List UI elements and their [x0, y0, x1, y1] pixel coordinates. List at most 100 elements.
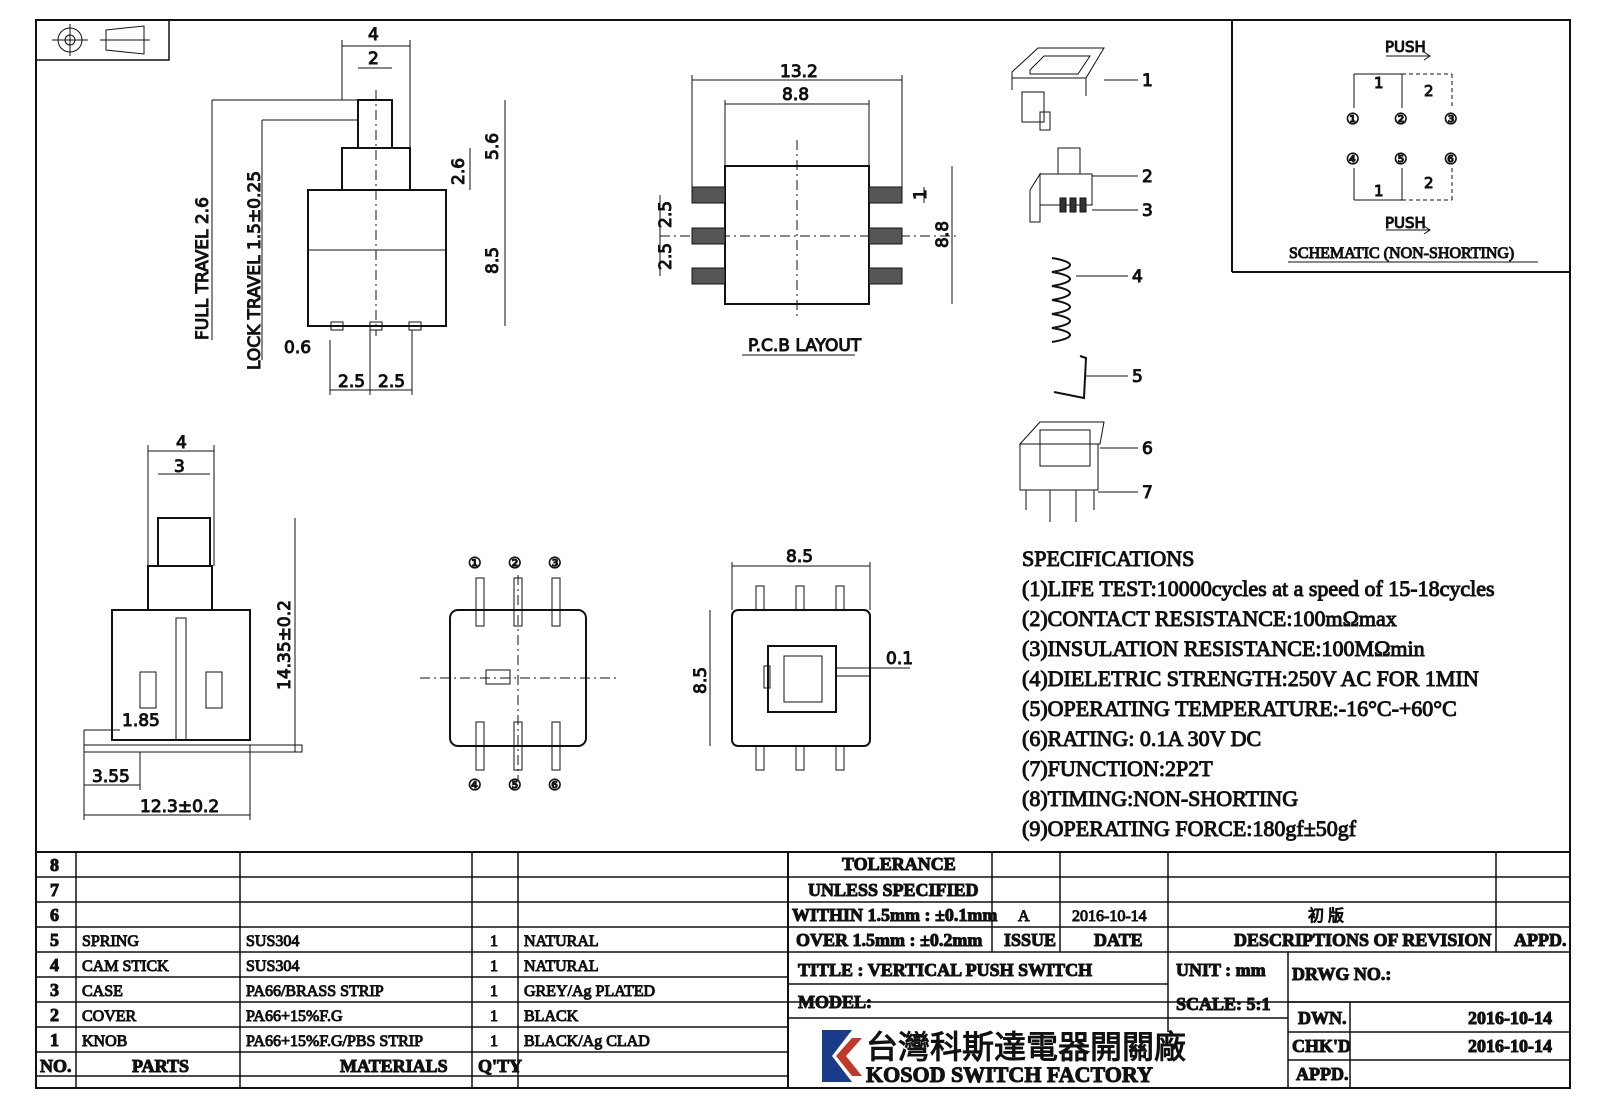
- dim-pcb-pad-a: 2.5: [656, 201, 676, 228]
- exploded-label-1: 1: [1142, 71, 1153, 91]
- exploded-label-3: 3: [1142, 201, 1153, 221]
- row-qty-1: 1: [490, 1033, 498, 1050]
- spec-item-4: (4)DIELETRIC STRENGTH:250V AC FOR 1MIN: [1022, 666, 1479, 691]
- dim-pcb-pad-b: 2.5: [656, 243, 676, 270]
- header-materials: MATERIALS: [340, 1056, 448, 1076]
- row-finish-3: GREY/Ag PLATED: [524, 983, 655, 1000]
- dim-pcb-outer: 13.2: [780, 62, 818, 82]
- parts-table-grid: [36, 851, 1570, 1088]
- label-appd: APPD.: [1514, 930, 1567, 950]
- row-material-1: PA66+15%F.G/PBS STRIP: [246, 1033, 423, 1050]
- dwn-date: 2016-10-14: [1468, 1008, 1552, 1028]
- projection-symbol-icon: [35, 19, 170, 61]
- schematic-pin-3: ③: [1444, 110, 1457, 128]
- exploded-label-4: 4: [1132, 267, 1143, 287]
- side-view: [83, 445, 303, 820]
- row-part-3: CASE: [82, 983, 123, 1000]
- schematic-push-top: PUSH: [1385, 38, 1426, 56]
- dim-pitch-right: 2.5: [378, 372, 405, 392]
- appd2-label: APPD.: [1296, 1064, 1349, 1084]
- dim-side-pin-offset: 1.85: [122, 711, 160, 731]
- exploded-view: [1011, 47, 1138, 522]
- header-qty: Q'TY: [478, 1056, 522, 1076]
- row-no-6: 6: [50, 905, 59, 925]
- dim-side-foot: 3.55: [92, 767, 130, 787]
- dim-pcb-pad-thickness: 1: [911, 189, 931, 200]
- drawing-title: TITLE : VERTICAL PUSH SWITCH: [798, 960, 1092, 980]
- dim-side-stem: 3: [174, 457, 185, 477]
- bottom-pin-4: ④: [468, 776, 481, 794]
- row-material-5: SUS304: [246, 933, 299, 950]
- dim-front-body-height: 8.5: [483, 247, 503, 274]
- top-view: [709, 562, 910, 771]
- schematic-contact-2-bottom: 2: [1424, 174, 1434, 192]
- dim-front-width: 4: [368, 25, 379, 45]
- dim-front-stem: 2: [368, 49, 379, 69]
- label-pcb-layout: P.C.B LAYOUT: [748, 336, 862, 356]
- schematic-pin-5: ⑤: [1394, 150, 1407, 168]
- row-no-1: 1: [50, 1030, 59, 1050]
- schematic-pin-2: ②: [1394, 110, 1407, 128]
- sheet-border: [35, 19, 1571, 1089]
- spec-item-7: (7)FUNCTION:2P2T: [1022, 756, 1213, 781]
- exploded-label-6: 6: [1142, 439, 1153, 459]
- front-view: [211, 40, 506, 395]
- row-no-3: 3: [50, 980, 59, 1000]
- unit-label: UNIT : mm: [1176, 960, 1266, 980]
- row-no-2: 2: [50, 1005, 59, 1025]
- exploded-label-2: 2: [1142, 167, 1153, 187]
- schematic-contact-1-top: 1: [1374, 74, 1384, 92]
- schematic-pin-4: ④: [1346, 150, 1359, 168]
- schematic-pin-1: ①: [1346, 110, 1359, 128]
- dwn-label: DWN.: [1298, 1008, 1347, 1028]
- spec-item-6: (6)RATING: 0.1A 30V DC: [1022, 726, 1261, 751]
- row-finish-1: BLACK/Ag CLAD: [524, 1033, 650, 1050]
- row-no-5: 5: [50, 930, 59, 950]
- spec-item-5: (5)OPERATING TEMPERATURE:-16°C-+60°C: [1022, 696, 1457, 721]
- row-finish-2: BLACK: [524, 1008, 579, 1025]
- spec-item-3: (3)INSULATION RESISTANCE:100MΩmin: [1022, 636, 1425, 661]
- row-part-1: KNOB: [82, 1033, 127, 1050]
- dim-front-stem-height: 5.6: [483, 133, 503, 160]
- bottom-pin-3: ③: [548, 554, 561, 572]
- label-lock-travel: LOCK TRAVEL 1.5±0.25: [245, 171, 265, 370]
- dim-front-lock-offset: 2.6: [449, 158, 469, 185]
- row-material-2: PA66+15%F.G: [246, 1008, 343, 1025]
- spec-item-1: (1)LIFE TEST:10000cycles at a speed of 1…: [1022, 576, 1495, 601]
- row-part-5: SPRING: [82, 933, 139, 950]
- tolerance-line1: TOLERANCE: [842, 854, 956, 874]
- dim-top-gap: 0.1: [886, 649, 913, 669]
- row-no-8: 8: [50, 855, 59, 875]
- dim-pcb-height: 8.8: [933, 221, 953, 248]
- schematic-contact-1-bottom: 1: [1374, 182, 1384, 200]
- company-name-cn: 台灣科斯達電器開關廠: [866, 1029, 1186, 1065]
- company-logo-icon: [822, 1030, 862, 1082]
- schematic-title: SCHEMATIC (NON-SHORTING): [1289, 245, 1514, 262]
- schematic-push-bottom: PUSH: [1385, 214, 1426, 232]
- row-material-3: PA66/BRASS STRIP: [246, 983, 384, 1000]
- header-no: NO.: [40, 1056, 72, 1076]
- spec-item-8: (8)TIMING:NON-SHORTING: [1022, 786, 1298, 811]
- scale-label: SCALE: 5:1: [1176, 994, 1271, 1014]
- dim-side-height: 14.35±0.2: [275, 600, 295, 690]
- schematic-contact-2-top: 2: [1424, 82, 1434, 100]
- row-qty-5: 1: [490, 933, 498, 950]
- spec-item-9: (9)OPERATING FORCE:180gf±50gf: [1022, 816, 1357, 841]
- revision-description: 初 版: [1308, 907, 1344, 925]
- chkd-date: 2016-10-14: [1468, 1036, 1552, 1056]
- spec-item-2: (2)CONTACT RESISTANCE:100mΩmax: [1022, 606, 1397, 631]
- revision-issue: A: [1018, 908, 1030, 925]
- model-label: MODEL:: [798, 992, 872, 1012]
- tolerance-within: WITHIN 1.5mm : ±0.1mm: [792, 905, 997, 925]
- bottom-view: [420, 575, 616, 780]
- exploded-label-5: 5: [1132, 367, 1143, 387]
- bottom-pin-5: ⑤: [508, 776, 521, 794]
- dim-side-length: 12.3±0.2: [140, 797, 219, 817]
- drwg-no-label: DRWG NO.:: [1292, 964, 1391, 984]
- row-finish-4: NATURAL: [524, 958, 599, 975]
- bottom-pin-2: ②: [508, 554, 521, 572]
- label-issue: ISSUE: [1004, 930, 1056, 950]
- chkd-label: CHK'D: [1292, 1036, 1351, 1056]
